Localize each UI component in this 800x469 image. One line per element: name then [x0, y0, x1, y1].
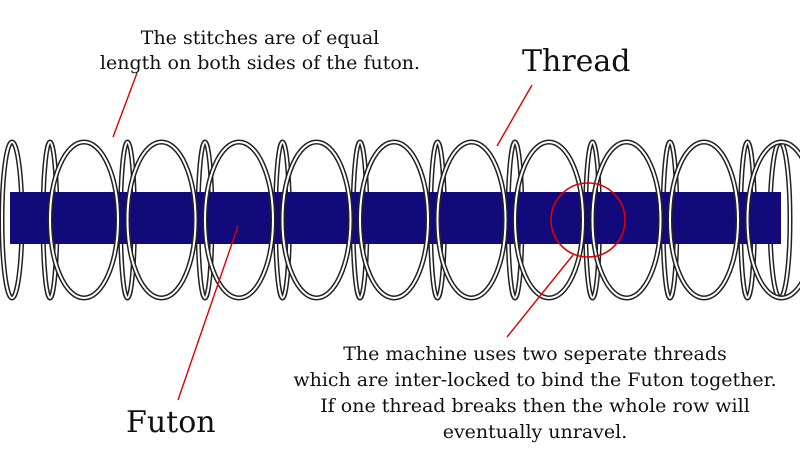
interlock-highlight-circle	[550, 182, 626, 258]
futon-label: Futon	[126, 405, 216, 440]
pointer-lines	[112, 72, 574, 401]
stitches-note-line-2: length on both sides of the futon.	[99, 52, 421, 74]
thread-loop-highlight	[669, 141, 739, 299]
pointer-thread	[496, 84, 533, 147]
thread-loop-highlight	[436, 141, 507, 299]
thread-loop-highlight	[359, 141, 429, 299]
pointer-interlock	[506, 254, 574, 338]
thread-loop-highlight	[514, 141, 584, 299]
thread-loop-highlight	[49, 141, 119, 299]
pointer-futon	[177, 225, 239, 401]
machine-note-line-4: eventually unravel.	[442, 421, 628, 443]
thread-label: Thread	[522, 44, 631, 79]
futon-band	[10, 192, 781, 244]
machine-note-line-1: The machine uses two seperate threads	[343, 343, 727, 365]
thread-loop-highlight	[591, 141, 662, 299]
machine-note-line-3: If one thread breaks then the whole row …	[320, 395, 750, 417]
stitches-note-line-1: The stitches are of equal	[140, 27, 380, 49]
pointer-stitches	[112, 72, 138, 138]
thread-loop-highlight	[281, 141, 352, 299]
thread-loop-highlight	[746, 141, 800, 299]
stitches-note: The stitches are of equal length on both…	[40, 26, 480, 76]
machine-note-line-2: which are inter-locked to bind the Futon…	[293, 369, 777, 391]
machine-note: The machine uses two seperate threads wh…	[270, 341, 800, 445]
thread-loop-highlight	[204, 141, 274, 299]
thread-front-loops	[47, 139, 800, 301]
thread-loop-highlight	[126, 141, 197, 299]
